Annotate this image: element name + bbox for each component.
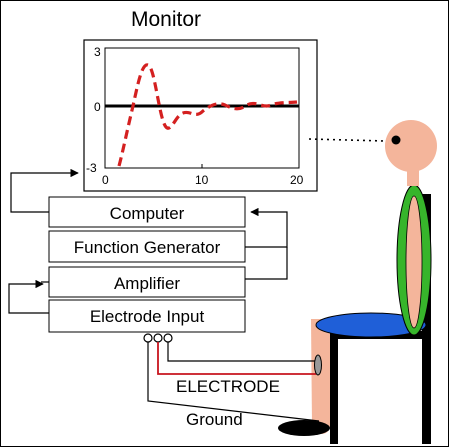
electrode-wire-red (157, 342, 316, 375)
x-tick-right: 20 (290, 173, 304, 187)
electrode-input-block (48, 299, 246, 333)
computer-label: Computer (110, 204, 185, 223)
function-generator-label: Function Generator (74, 238, 221, 257)
subject-arm (405, 195, 423, 329)
electrode-wire-black (167, 342, 316, 362)
electrode-input-label: Electrode Input (90, 307, 205, 326)
plot-area (104, 47, 300, 169)
chair-back (422, 194, 431, 444)
gaze-line (308, 138, 386, 142)
computer-block (48, 196, 246, 228)
amplifier-label: Amplifier (114, 274, 180, 293)
monitor-title: Monitor (131, 8, 201, 31)
foot-plate (278, 420, 330, 436)
y-tick-mid: 0 (94, 100, 101, 114)
seat-cushion (315, 312, 427, 338)
ground-wire (147, 342, 320, 422)
subject-eye (391, 135, 401, 145)
subject-lower-leg (311, 319, 330, 434)
subject-neck (407, 168, 419, 186)
terminal-2 (153, 333, 163, 343)
computer-to-monitor-wire (10, 168, 79, 213)
electrode-label: ELECTRODE (176, 377, 280, 396)
function-generator-block (48, 230, 246, 263)
input-to-amplifier-wire (8, 279, 49, 314)
electrode-pad (314, 354, 322, 376)
y-tick-bottom: -3 (86, 161, 97, 175)
subject-head (385, 120, 437, 172)
terminal-3 (163, 333, 173, 343)
y-tick-top: 3 (94, 45, 101, 59)
x-tick-left: 0 (102, 173, 109, 187)
x-tick-mid: 10 (195, 173, 209, 187)
ground-label: Ground (186, 410, 243, 429)
terminal-1 (143, 333, 153, 343)
fgen-to-amplifier-wire (245, 247, 288, 280)
amplifier-block (48, 266, 246, 298)
monitor-plot: 3 0 -3 0 10 20 (86, 45, 304, 187)
fgen-to-computer-wire (245, 207, 288, 248)
chair-front-leg (330, 337, 338, 444)
